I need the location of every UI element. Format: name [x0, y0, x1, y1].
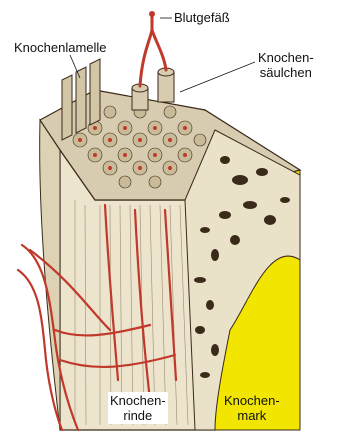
label-osteon: Knochen- säulchen — [258, 50, 314, 80]
label-blood-vessel: Blutgefäß — [174, 10, 230, 25]
label-osteon-line1: Knochen- — [258, 50, 314, 65]
label-marrow: Knochen- mark — [222, 392, 282, 424]
label-cortex: Knochen- rinde — [108, 392, 168, 424]
label-marrow-line1: Knochen- — [224, 393, 280, 408]
label-osteon-line2: säulchen — [258, 65, 314, 80]
label-cortex-line2: rinde — [110, 408, 166, 423]
label-cortex-line1: Knochen- — [110, 393, 166, 408]
label-marrow-line2: mark — [224, 408, 280, 423]
label-lamella: Knochenlamelle — [14, 40, 107, 55]
blood-vessel-cut-end — [149, 11, 155, 17]
